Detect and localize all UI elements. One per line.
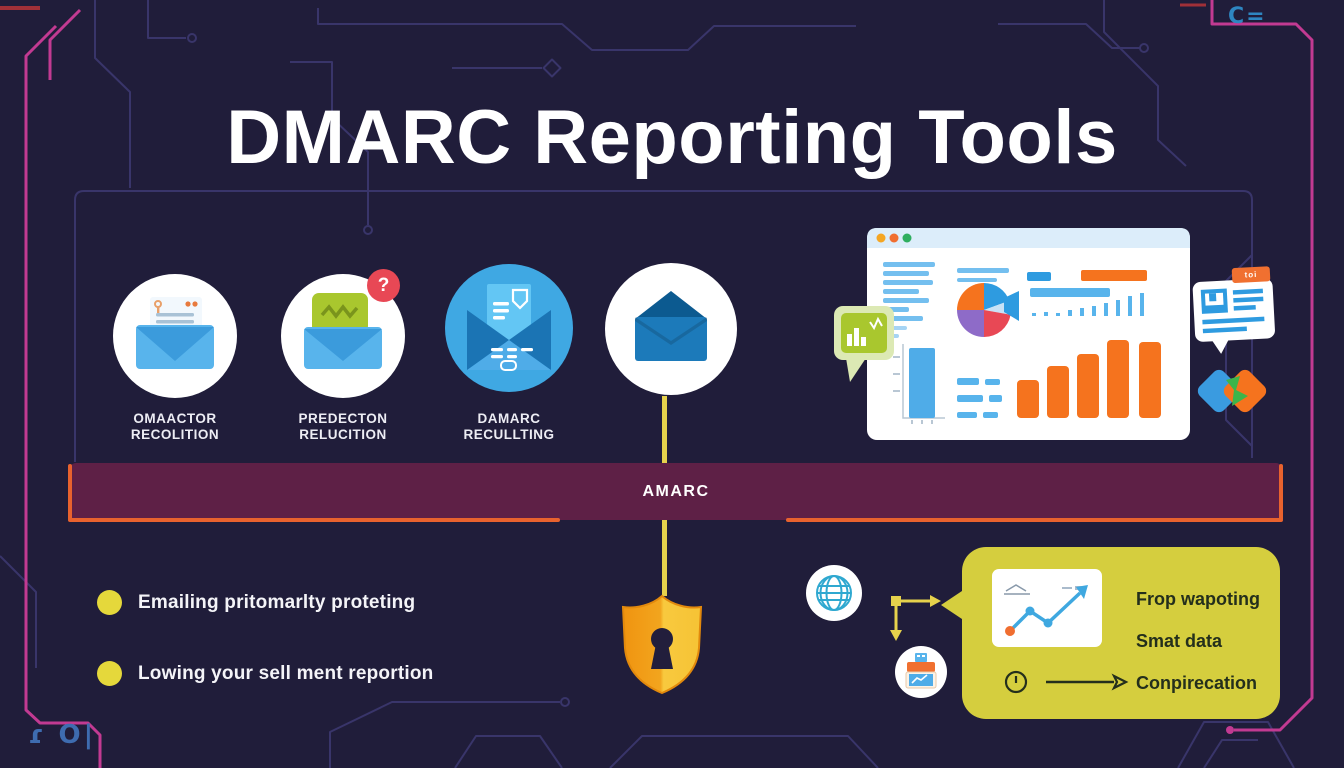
pipeline-label-1: OMAACTOR RECOLITION bbox=[85, 411, 265, 443]
bullet-text: Emailing pritomarlty proteting bbox=[138, 591, 416, 613]
bar-rows-chart bbox=[1027, 270, 1147, 316]
card-bubble-tail bbox=[1211, 338, 1231, 355]
banner-border-bottom-left bbox=[68, 518, 560, 522]
arrow-down bbox=[890, 630, 902, 641]
trend-chart-art bbox=[1004, 584, 1088, 636]
bullet-item-2: Lowing your sell ment reportion bbox=[97, 661, 433, 686]
envelope-letter-icon bbox=[113, 274, 237, 398]
envelope-open-icon bbox=[605, 263, 737, 395]
callout-line-3: Conpirecation bbox=[1136, 673, 1258, 693]
envelope-open-art bbox=[635, 291, 707, 361]
label-line: PREDECTON bbox=[298, 411, 388, 426]
callout-box: Frop wapoting Smat data Conpirecation bbox=[941, 547, 1280, 719]
label-line: RELUCITION bbox=[299, 427, 387, 442]
card-tab: toi bbox=[1231, 266, 1271, 284]
yellow-connector-arrows bbox=[890, 595, 941, 641]
bullet-item-1: Emailing pritomarlty proteting bbox=[97, 590, 415, 615]
bullet-dot bbox=[97, 590, 122, 615]
envelope-chat-art bbox=[304, 293, 382, 369]
envelope-report-icon bbox=[445, 264, 573, 392]
window-dot-2 bbox=[889, 233, 899, 243]
bullet-dot bbox=[97, 661, 122, 686]
presentation-icon bbox=[895, 646, 947, 698]
label-line: RECULLTING bbox=[463, 427, 555, 442]
clock-arrow-decoration bbox=[1004, 670, 1129, 694]
envelope-chat-icon bbox=[281, 274, 405, 398]
banner-border-bottom-right bbox=[786, 518, 1283, 522]
analytics-chat-icon bbox=[834, 306, 894, 382]
dashboard-window bbox=[867, 228, 1190, 440]
pipeline-label-2: PREDECTON RELUCITION bbox=[253, 411, 433, 443]
label-line: OMAACTOR bbox=[133, 411, 217, 426]
heart-handshake-icon bbox=[1197, 369, 1267, 413]
dash-rows bbox=[957, 378, 1002, 418]
corner-port-glyph: ɾ O| bbox=[28, 720, 97, 750]
text-lines-chart bbox=[883, 262, 1009, 338]
globe-icon bbox=[806, 565, 862, 621]
security-shield-icon bbox=[621, 594, 703, 695]
window-dot-3 bbox=[902, 233, 912, 243]
trend-chart-card bbox=[992, 569, 1102, 647]
banner-border-left bbox=[68, 464, 72, 521]
arrow-right bbox=[930, 595, 941, 607]
window-dot-1 bbox=[876, 233, 886, 243]
banner-border-right bbox=[1279, 464, 1283, 521]
report-card-body bbox=[1192, 278, 1276, 343]
single-bar-chart bbox=[893, 344, 945, 424]
callout-line-2: Smat data bbox=[1136, 631, 1223, 651]
label-line: DAMARC bbox=[477, 411, 541, 426]
question-badge: ? bbox=[367, 269, 400, 302]
envelope-report-art bbox=[467, 284, 551, 371]
envelope-letter-art bbox=[136, 297, 214, 369]
report-card-art bbox=[1200, 288, 1265, 334]
label-line: RECOLITION bbox=[130, 427, 220, 442]
corner-key-glyph: C= bbox=[1228, 4, 1267, 29]
pie-chart bbox=[957, 283, 1019, 337]
orange-bar-chart bbox=[1017, 340, 1161, 418]
callout-line-1: Frop wapoting bbox=[1136, 589, 1260, 609]
banner-label: AMARC bbox=[642, 482, 710, 500]
dmarc-banner: AMARC bbox=[70, 463, 1282, 520]
page-title: DMARC Reporting Tools bbox=[226, 95, 1118, 180]
report-card-bubble: toi bbox=[1192, 266, 1283, 360]
pipeline-label-3: DAMARC RECULLTING bbox=[419, 411, 599, 443]
bullet-text: Lowing your sell ment reportion bbox=[138, 662, 434, 684]
